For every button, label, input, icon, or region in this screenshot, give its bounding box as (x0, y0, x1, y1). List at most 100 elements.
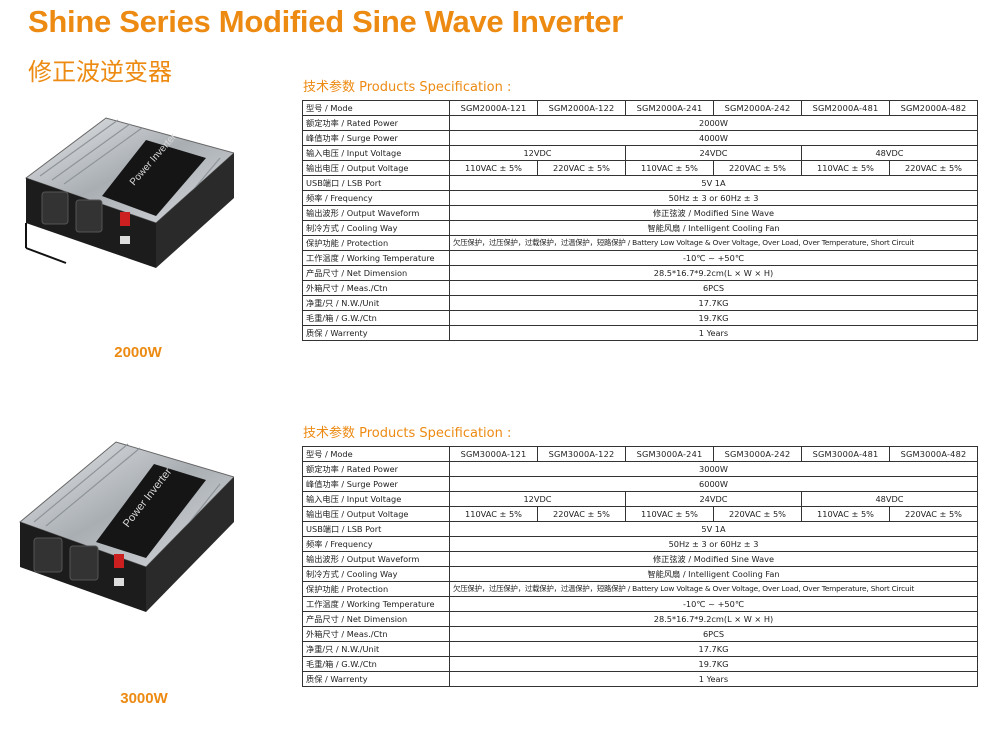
row-label: 型号 / Mode (302, 100, 450, 116)
row-label: 工作温度 / Working Temperature (302, 596, 450, 612)
model-cell: SGM2000A-122 (537, 100, 626, 116)
row-label: 额定功率 / Rated Power (302, 115, 450, 131)
value-cell: 110VAC ± 5% (449, 160, 538, 176)
value-cell: 17.7KG (449, 295, 978, 311)
row-label: 峰值功率 / Surge Power (302, 476, 450, 492)
value-cell: 修正弦波 / Modified Sine Wave (449, 551, 978, 567)
value-cell: 12VDC (449, 145, 626, 161)
row-label: 频率 / Frequency (302, 190, 450, 206)
table-row: 输出电压 / Output Voltage 110VAC ± 5% 220VAC… (302, 506, 978, 522)
table-row: 输出波形 / Output Waveform 修正弦波 / Modified S… (302, 551, 978, 567)
table-row: 频率 / Frequency 50Hz ± 3 or 60Hz ± 3 (302, 536, 978, 552)
row-label: 工作温度 / Working Temperature (302, 250, 450, 266)
table-row: 质保 / Warrenty 1 Years (302, 671, 978, 687)
table-row: USB端口 / LSB Port 5V 1A (302, 521, 978, 537)
value-cell: 智能风扇 / Intelligent Cooling Fan (449, 220, 978, 236)
value-cell: 28.5*16.7*9.2cm(L × W × H) (449, 611, 978, 627)
row-label: 额定功率 / Rated Power (302, 461, 450, 477)
value-cell: -10℃ ~ +50℃ (449, 250, 978, 266)
table-row: 输入电压 / Input Voltage 12VDC 24VDC 48VDC (302, 145, 978, 161)
spec-heading-2000w: 技术参数 Products Specification : (303, 80, 512, 95)
model-cell: SGM3000A-481 (801, 446, 890, 462)
table-row: 工作温度 / Working Temperature -10℃ ~ +50℃ (302, 250, 978, 266)
page-title: Shine Series Modified Sine Wave Inverter (28, 4, 623, 39)
table-row: 质保 / Warrenty 1 Years (302, 325, 978, 341)
row-label: 输入电压 / Input Voltage (302, 145, 450, 161)
value-cell: 220VAC ± 5% (713, 506, 802, 522)
table-row: 净重/只 / N.W./Unit 17.7KG (302, 295, 978, 311)
table-row: 输入电压 / Input Voltage 12VDC 24VDC 48VDC (302, 491, 978, 507)
inverter-3000w-image: Power Inverter (19, 441, 234, 612)
value-cell: 110VAC ± 5% (801, 160, 890, 176)
value-cell: 修正弦波 / Modified Sine Wave (449, 205, 978, 221)
model-cell: SGM2000A-481 (801, 100, 890, 116)
table-row: 外箱尺寸 / Meas./Ctn 6PCS (302, 280, 978, 296)
table-row: 频率 / Frequency 50Hz ± 3 or 60Hz ± 3 (302, 190, 978, 206)
value-cell: 6PCS (449, 280, 978, 296)
value-cell: 19.7KG (449, 656, 978, 672)
value-cell: 220VAC ± 5% (889, 506, 978, 522)
value-cell: 110VAC ± 5% (625, 506, 714, 522)
value-cell: 智能风扇 / Intelligent Cooling Fan (449, 566, 978, 582)
table-row: USB端口 / LSB Port 5V 1A (302, 175, 978, 191)
table-row: 产品尺寸 / Net Dimension 28.5*16.7*9.2cm(L ×… (302, 265, 978, 281)
value-cell: 3000W (449, 461, 978, 477)
table-row: 输出波形 / Output Waveform 修正弦波 / Modified S… (302, 205, 978, 221)
row-label: 频率 / Frequency (302, 536, 450, 552)
spec-heading-3000w: 技术参数 Products Specification : (303, 426, 512, 441)
table-row: 型号 / Mode SGM2000A-121 SGM2000A-122 SGM2… (302, 100, 978, 116)
row-label: 毛重/箱 / G.W./Ctn (302, 310, 450, 326)
table-row: 额定功率 / Rated Power 3000W (302, 461, 978, 477)
table-row: 输出电压 / Output Voltage 110VAC ± 5% 220VAC… (302, 160, 978, 176)
table-row: 净重/只 / N.W./Unit 17.7KG (302, 641, 978, 657)
value-cell: 欠压保护，过压保护，过载保护，过温保护，短路保护 / Battery Low V… (449, 235, 978, 251)
table-row: 毛重/箱 / G.W./Ctn 19.7KG (302, 310, 978, 326)
table-row: 毛重/箱 / G.W./Ctn 19.7KG (302, 656, 978, 672)
value-cell: 19.7KG (449, 310, 978, 326)
model-cell: SGM2000A-121 (449, 100, 538, 116)
row-label: 保护功能 / Protection (302, 581, 450, 597)
row-label: USB端口 / LSB Port (302, 175, 450, 191)
value-cell: 1 Years (449, 671, 978, 687)
value-cell: 4000W (449, 130, 978, 146)
value-cell: 24VDC (625, 145, 802, 161)
table-row: 峰值功率 / Surge Power 6000W (302, 476, 978, 492)
model-cell: SGM3000A-121 (449, 446, 538, 462)
power-label-2000w: 2000W (114, 344, 162, 361)
row-label: 峰值功率 / Surge Power (302, 130, 450, 146)
table-row: 外箱尺寸 / Meas./Ctn 6PCS (302, 626, 978, 642)
row-label: 质保 / Warrenty (302, 671, 450, 687)
row-label: 毛重/箱 / G.W./Ctn (302, 656, 450, 672)
value-cell: 220VAC ± 5% (889, 160, 978, 176)
row-label: 净重/只 / N.W./Unit (302, 295, 450, 311)
row-label: 质保 / Warrenty (302, 325, 450, 341)
row-label: 产品尺寸 / Net Dimension (302, 265, 450, 281)
value-cell: 220VAC ± 5% (537, 506, 626, 522)
model-cell: SGM3000A-241 (625, 446, 714, 462)
row-label: 输出波形 / Output Waveform (302, 551, 450, 567)
value-cell: 2000W (449, 115, 978, 131)
model-cell: SGM2000A-242 (713, 100, 802, 116)
table-row: 制冷方式 / Cooling Way 智能风扇 / Intelligent Co… (302, 220, 978, 236)
value-cell: 24VDC (625, 491, 802, 507)
table-row: 工作温度 / Working Temperature -10℃ ~ +50℃ (302, 596, 978, 612)
value-cell: 欠压保护，过压保护，过载保护，过温保护，短路保护 / Battery Low V… (449, 581, 978, 597)
table-row: 额定功率 / Rated Power 2000W (302, 115, 978, 131)
table-row: 保护功能 / Protection 欠压保护，过压保护，过载保护，过温保护，短路… (302, 581, 978, 597)
value-cell: 12VDC (449, 491, 626, 507)
table-row: 峰值功率 / Surge Power 4000W (302, 130, 978, 146)
value-cell: 17.7KG (449, 641, 978, 657)
model-cell: SGM2000A-241 (625, 100, 714, 116)
value-cell: 28.5*16.7*9.2cm(L × W × H) (449, 265, 978, 281)
table-row: 保护功能 / Protection 欠压保护，过压保护，过载保护，过温保护，短路… (302, 235, 978, 251)
value-cell: 5V 1A (449, 521, 978, 537)
value-cell: 220VAC ± 5% (537, 160, 626, 176)
row-label: 净重/只 / N.W./Unit (302, 641, 450, 657)
power-label-3000w: 3000W (120, 690, 168, 707)
row-label: 制冷方式 / Cooling Way (302, 220, 450, 236)
value-cell: 110VAC ± 5% (449, 506, 538, 522)
row-label: 输出波形 / Output Waveform (302, 205, 450, 221)
inverter-2000w-image: Power Inverter (24, 117, 234, 268)
value-cell: 5V 1A (449, 175, 978, 191)
value-cell: 110VAC ± 5% (625, 160, 714, 176)
